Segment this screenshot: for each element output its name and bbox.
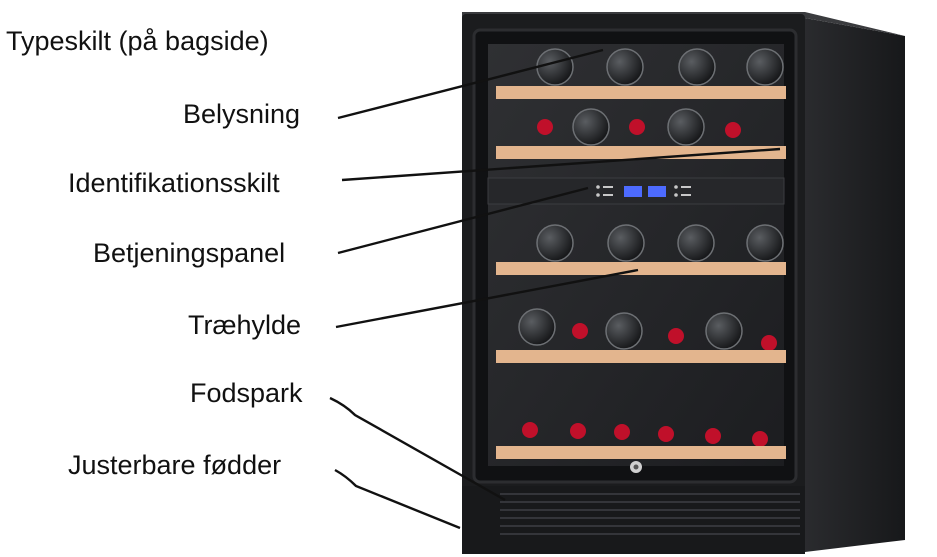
bottle-end (607, 224, 645, 262)
kick-plate (462, 486, 805, 554)
bottle-end (606, 48, 644, 86)
temperature-display-2 (648, 186, 666, 197)
bottle-cap (572, 323, 588, 339)
door-lock-icon (630, 461, 642, 473)
bottle-end (705, 312, 743, 350)
bottle-end (518, 308, 556, 346)
bottle-end (746, 48, 784, 86)
bottle-row-4 (518, 308, 777, 351)
bottle-cap (705, 428, 721, 444)
bottle-cap (537, 119, 553, 135)
wood-shelf-3 (496, 262, 786, 275)
cabinet-side-panel (805, 18, 905, 552)
temperature-display-1 (624, 186, 642, 197)
ventilation-grille (500, 493, 800, 535)
bottle-cap (752, 431, 768, 447)
leader-line-betjeningspanel (337, 186, 589, 255)
bottle-cap (629, 119, 645, 135)
leader-line-justerbare-fodder (334, 468, 461, 530)
label-fodspark: Fodspark (190, 378, 303, 408)
label-belysning: Belysning (183, 99, 301, 129)
bottle-row-3 (536, 224, 784, 262)
bottle-cap (668, 328, 684, 344)
label-identifikationsskilt: Identifikationsskilt (68, 168, 280, 198)
bottle-cap (522, 422, 538, 438)
label-typeskilt: Typeskilt (på bagside) (6, 26, 269, 56)
wood-shelf-5 (496, 446, 786, 459)
bottle-end (605, 312, 643, 350)
bottle-cap (570, 423, 586, 439)
label-justerbare-fodder: Justerbare fødder (68, 450, 282, 480)
leader-line-belysning (337, 48, 604, 120)
bottle-end (667, 108, 705, 146)
bottle-cap (761, 335, 777, 351)
label-traehylde: Træhylde (188, 310, 302, 340)
control-buttons-left (596, 185, 613, 197)
control-buttons-right (674, 185, 691, 197)
leader-line-fodspark (329, 396, 506, 502)
bottle-end (536, 224, 574, 262)
wood-shelf-4 (496, 350, 786, 363)
label-betjeningspanel: Betjeningspanel (93, 238, 286, 268)
bottle-end (746, 224, 784, 262)
leader-line-traehylde (335, 268, 639, 329)
wood-shelf-1 (496, 86, 786, 99)
bottle-row-1 (536, 48, 784, 86)
bottle-cap (614, 424, 630, 440)
wood-shelf-2 (496, 146, 786, 159)
bottle-end (677, 224, 715, 262)
bottle-cap (658, 426, 674, 442)
bottle-cap (725, 122, 741, 138)
bottle-row-5 (522, 422, 768, 447)
leader-line-identifikationsskilt (341, 147, 781, 182)
bottle-end (572, 108, 610, 146)
leader-lines (329, 48, 781, 530)
bottle-row-2 (537, 108, 741, 146)
bottle-end (536, 48, 574, 86)
bottle-end (678, 48, 716, 86)
